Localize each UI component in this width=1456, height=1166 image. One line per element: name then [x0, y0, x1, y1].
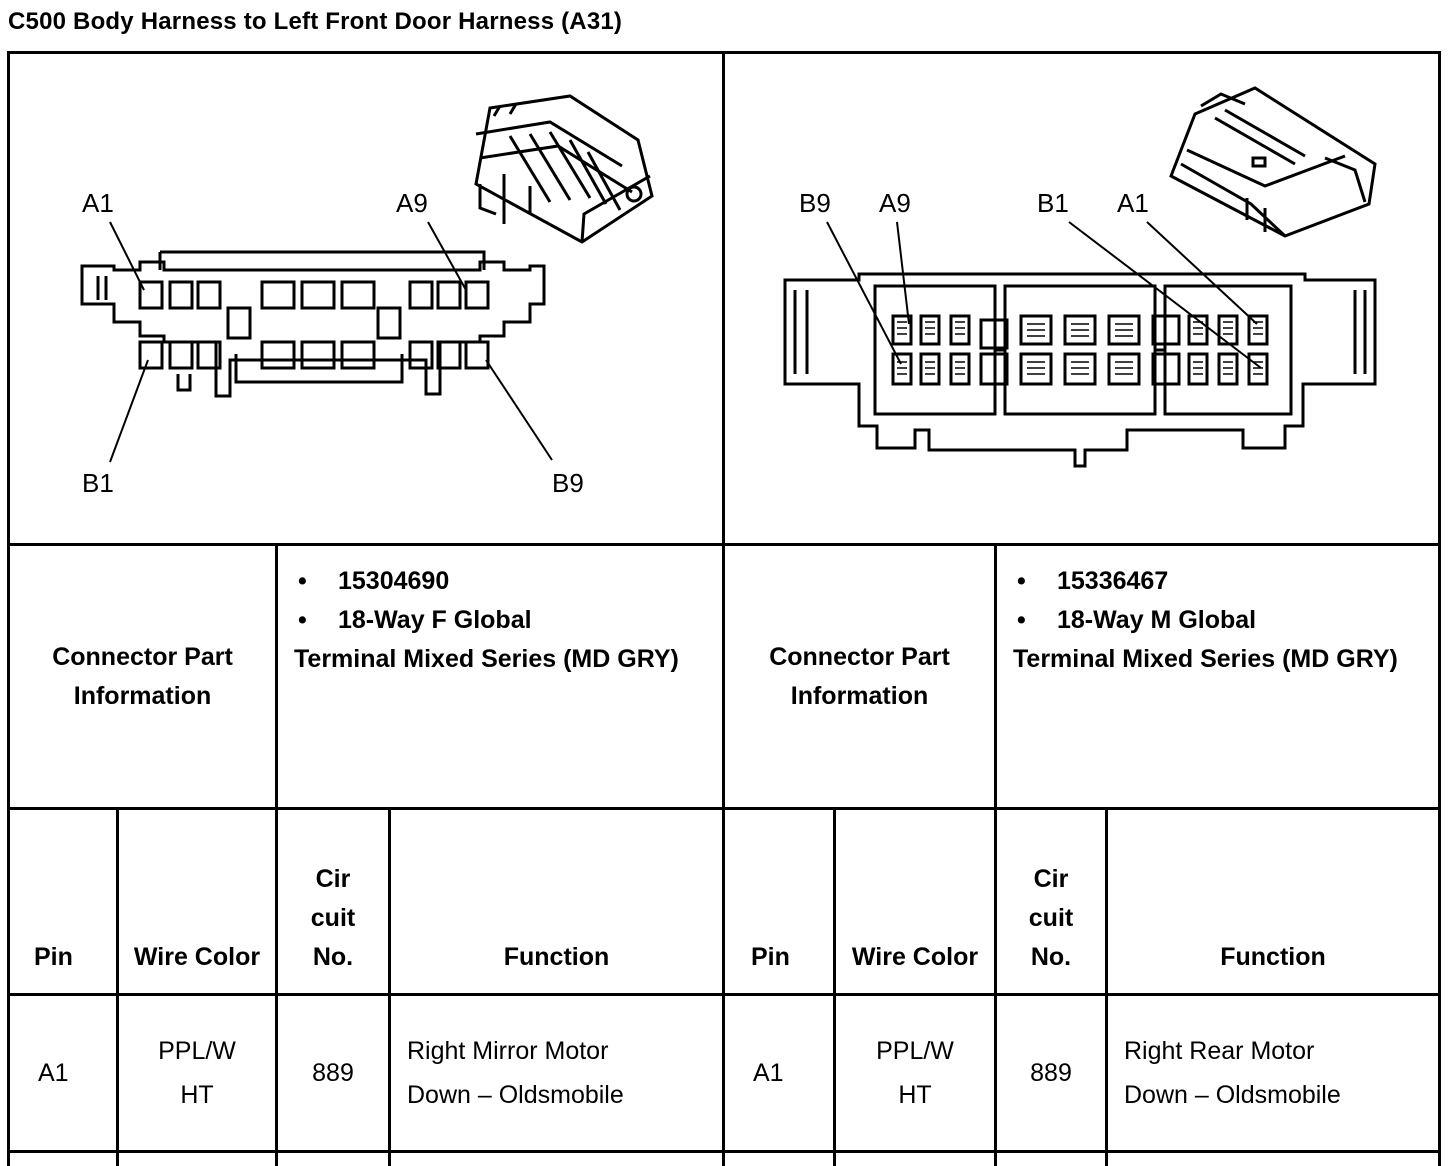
table-divider [388, 807, 391, 1166]
column-header-function: Function [503, 943, 610, 971]
part-series: Terminal Mixed Series (MD GRY) [294, 645, 679, 673]
pin-label-a1: A1 [82, 188, 114, 218]
part-info-label: Connector Part Information [769, 642, 950, 710]
connector-isometric-icon [1169, 86, 1377, 238]
table-cell-function: Right Rear Motor Down – Oldsmobile [1124, 1037, 1341, 1109]
part-description: 18-Way M Global [1057, 606, 1257, 634]
pin-label-a1: A1 [1117, 188, 1149, 218]
connector-table: A1 A9 B1 B9 [7, 51, 1441, 1166]
connector-face-view-female: A1 A9 B1 B9 [80, 94, 654, 498]
table-border-right [1438, 51, 1441, 1166]
column-header-circuit-no: Cir cuit No. [1028, 865, 1074, 971]
pin-label-a9: A9 [879, 188, 911, 218]
column-header-wire-color: Wire Color [133, 943, 261, 971]
connector-face-view-male: B9 A9 B1 A1 [783, 86, 1377, 468]
pin-label-b1: B1 [82, 468, 114, 498]
part-info-label: Connector Part Information [52, 642, 233, 710]
table-divider [116, 807, 119, 1166]
pin-label-b1: B1 [1037, 188, 1069, 218]
part-info-details: •15304690 •18-Way F Global Terminal Mixe… [278, 546, 722, 807]
connector-isometric-icon [474, 94, 654, 244]
part-number: 15336467 [1057, 567, 1169, 595]
table-cell-wire-color: PPL/W HT [876, 1037, 954, 1109]
column-header-wire-color: Wire Color [851, 943, 979, 971]
table-border-left [7, 51, 10, 1166]
table-cell-pin: A1 [38, 1059, 69, 1087]
column-header-pin: Pin [751, 943, 790, 971]
page-title: C500 Body Harness to Left Front Door Har… [8, 8, 623, 35]
part-number: 15304690 [338, 567, 450, 595]
part-series: Terminal Mixed Series (MD GRY) [1013, 645, 1398, 673]
table-cell-function: Right Mirror Motor Down – Oldsmobile [407, 1037, 624, 1109]
table-divider [275, 543, 278, 1166]
table-cell-wire-color: PPL/W HT [158, 1037, 236, 1109]
table-divider [1105, 807, 1108, 1166]
part-info-details: •15336467 •18-Way M Global Terminal Mixe… [997, 546, 1438, 807]
table-divider [833, 807, 836, 1166]
connector-housing [80, 260, 546, 398]
table-divider [994, 543, 997, 1166]
table-cell-circuit-no: 889 [1030, 1059, 1072, 1087]
column-header-circuit-no: Cir cuit No. [310, 865, 356, 971]
pin-label-b9: B9 [552, 468, 584, 498]
column-header-pin: Pin [34, 943, 73, 971]
table-divider [722, 51, 725, 1166]
table-cell-circuit-no: 889 [312, 1059, 354, 1087]
pin-label-a9: A9 [396, 188, 428, 218]
table-cell-pin: A1 [753, 1059, 784, 1087]
part-description: 18-Way F Global [338, 606, 532, 634]
connector-housing [783, 272, 1377, 468]
column-header-function: Function [1220, 943, 1326, 971]
pin-label-b9: B9 [799, 188, 831, 218]
